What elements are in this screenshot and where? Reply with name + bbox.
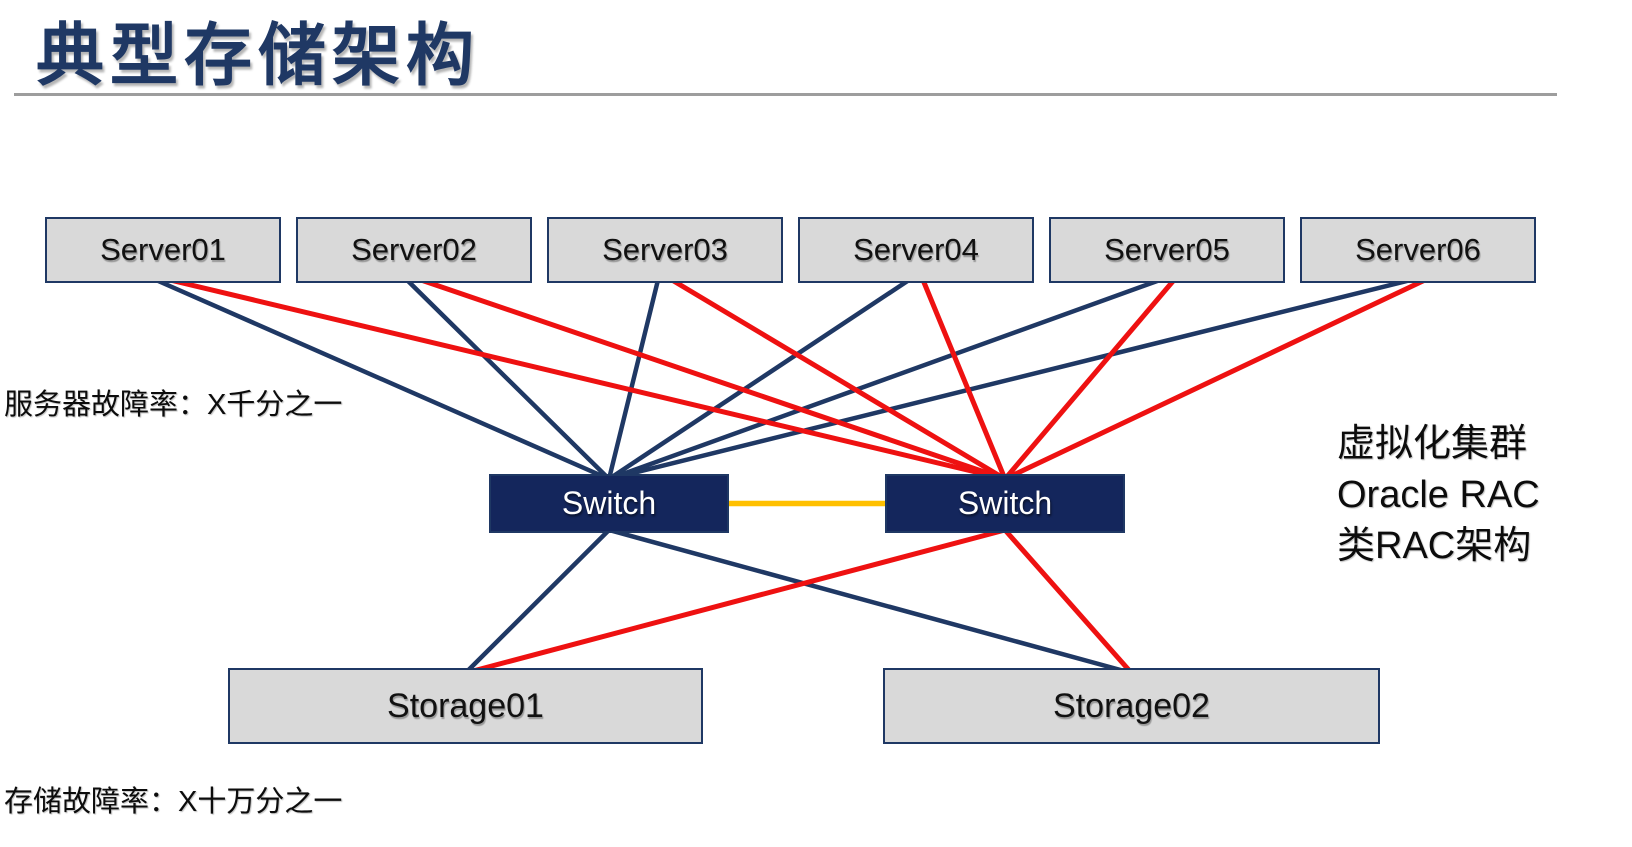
link-server6-switch2	[1002, 277, 1428, 482]
storage-box-2: Storage02	[883, 668, 1380, 744]
cluster-note-line-2: Oracle RAC	[1337, 474, 1540, 516]
link-switch2-storage2	[1002, 527, 1134, 676]
switch-box-2: Switch	[885, 474, 1125, 533]
server-label: Server04	[853, 232, 979, 267]
link-server1-switch2	[167, 277, 1008, 482]
server-label: Server05	[1104, 232, 1230, 267]
link-server5-switch2	[1002, 277, 1177, 482]
server-box-5: Server05	[1049, 217, 1285, 283]
server-box-6: Server06	[1300, 217, 1536, 283]
link-server6-switch1	[606, 277, 1414, 482]
link-server1-switch1	[153, 277, 612, 482]
link-server3-switch2	[669, 277, 1008, 482]
page-title: 典型存储架构	[36, 18, 481, 94]
cluster-note: 虚拟化集群 Oracle RAC 类RAC架构	[1337, 419, 1540, 572]
link-server4-switch1	[606, 277, 912, 482]
storage-label: Storage01	[387, 686, 544, 725]
link-switch2-storage1	[463, 527, 1008, 676]
link-server3-switch1	[606, 277, 661, 482]
server-label: Server01	[100, 232, 226, 267]
link-server2-switch1	[404, 277, 612, 482]
switch-box-1: Switch	[489, 474, 729, 533]
switch-label: Switch	[561, 485, 657, 521]
link-server4-switch2	[920, 277, 1008, 482]
cluster-note-line-1: 虚拟化集群	[1337, 423, 1528, 465]
link-switch1-storage1	[463, 527, 612, 676]
link-server5-switch1	[606, 277, 1163, 482]
title-underline	[14, 93, 1557, 96]
storage-box-1: Storage01	[228, 668, 703, 744]
server-label: Server02	[351, 232, 477, 267]
server-box-1: Server01	[45, 217, 281, 283]
server-failure-rate-note: 服务器故障率：X千分之一	[4, 389, 343, 421]
link-server2-switch2	[418, 277, 1008, 482]
server-box-3: Server03	[547, 217, 783, 283]
switch-label: Switch	[957, 485, 1053, 521]
server-box-4: Server04	[798, 217, 1034, 283]
storage-failure-rate-note: 存储故障率：X十万分之一	[4, 786, 343, 818]
server-label: Server06	[1355, 232, 1481, 267]
server-box-2: Server02	[296, 217, 532, 283]
cluster-note-line-3: 类RAC架构	[1337, 525, 1532, 567]
link-switch1-storage2	[606, 527, 1134, 676]
storage-label: Storage02	[1053, 686, 1210, 725]
server-label: Server03	[602, 232, 728, 267]
